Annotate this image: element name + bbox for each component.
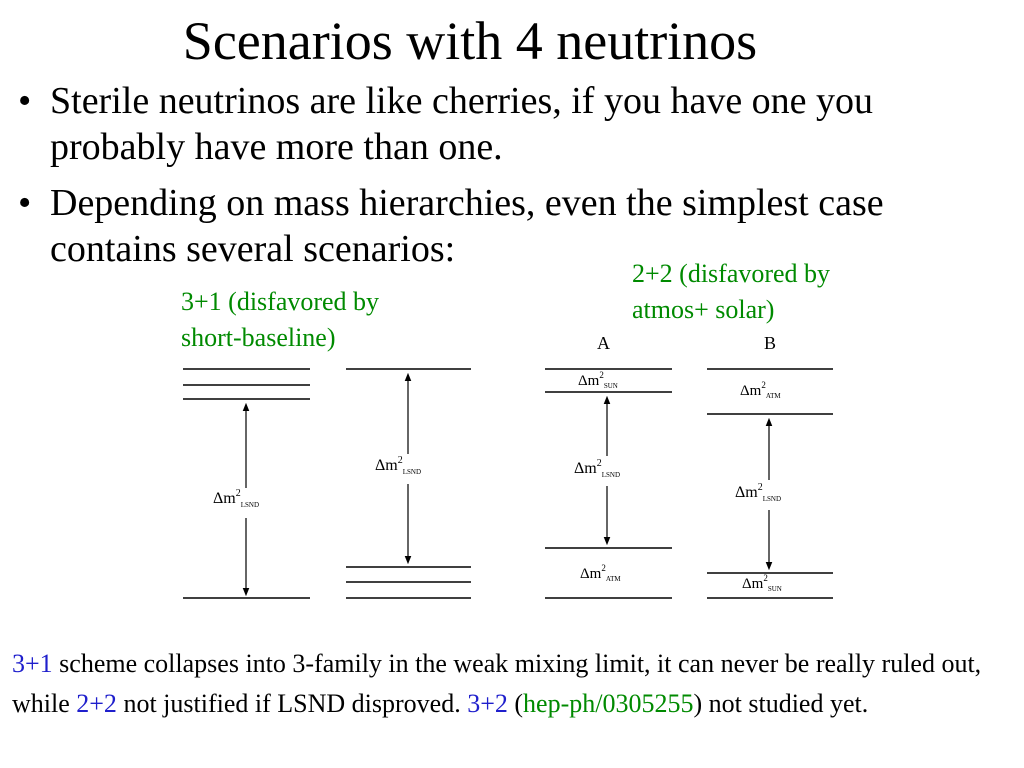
scheme-22-panel-a: A Δm2SUN Δm2LSND Δm2ATM <box>545 333 672 599</box>
panel-a-label: A <box>597 333 610 353</box>
scheme-22-label-line: atmos+ solar) <box>632 295 775 324</box>
scheme-22-ref: 2+2 <box>76 689 117 718</box>
scheme-31-label: 3+1 (disfavored by short-baseline) <box>181 284 379 356</box>
splitting-label-lsnd: Δm2LSND <box>213 488 259 509</box>
slide-title: Scenarios with 4 neutrinos <box>182 11 758 71</box>
bullet-list: • Sterile neutrinos are like cherries, i… <box>18 78 1008 282</box>
scheme-22-label: 2+2 (disfavored by atmos+ solar) <box>632 256 830 328</box>
scheme-22-panel-b: B Δm2ATM Δm2LSND Δm2SUN <box>707 333 833 599</box>
panel-b-label: B <box>764 333 776 353</box>
scheme-31-label-line: short-baseline) <box>181 323 336 352</box>
bullet-text: Depending on mass hierarchies, even the … <box>50 182 884 270</box>
footer-text: ) not studied yet. <box>693 689 869 718</box>
footer-text: not justified if LSND disproved. <box>116 689 468 718</box>
splitting-label-lsnd: Δm2LSND <box>574 458 620 479</box>
scheme-31-panel-2: Δm2LSND <box>346 368 471 599</box>
bullet-text: Sterile neutrinos are like cherries, if … <box>50 80 874 168</box>
splitting-label-sun: Δm2SUN <box>742 573 782 593</box>
bullet-item: • Depending on mass hierarchies, even th… <box>18 180 1008 272</box>
bullet-dot: • <box>18 182 32 224</box>
footer-text: scheme collapses into 3-family in the we… <box>12 649 982 718</box>
footer-text: ( <box>507 689 524 718</box>
scheme-31-panel-1: Δm2LSND <box>183 368 310 599</box>
splitting-label-lsnd: Δm2LSND <box>735 482 781 503</box>
scheme-31-label-line: 3+1 (disfavored by <box>181 287 380 316</box>
arxiv-reference-link[interactable]: hep-ph/0305255 <box>523 689 694 718</box>
bullet-item: • Sterile neutrinos are like cherries, i… <box>18 78 1008 170</box>
splitting-label-sun: Δm2SUN <box>578 370 618 390</box>
splitting-label-lsnd: Δm2LSND <box>375 455 421 476</box>
splitting-label-atm: Δm2ATM <box>740 380 781 400</box>
footer-note: 3+1 scheme collapses into 3-family in th… <box>12 644 1020 724</box>
scheme-32-ref: 3+2 <box>467 689 508 718</box>
scheme-31-ref: 3+1 <box>12 649 53 678</box>
bullet-dot: • <box>18 80 32 122</box>
splitting-label-atm: Δm2ATM <box>580 563 621 583</box>
scheme-22-label-line: 2+2 (disfavored by <box>632 259 831 288</box>
